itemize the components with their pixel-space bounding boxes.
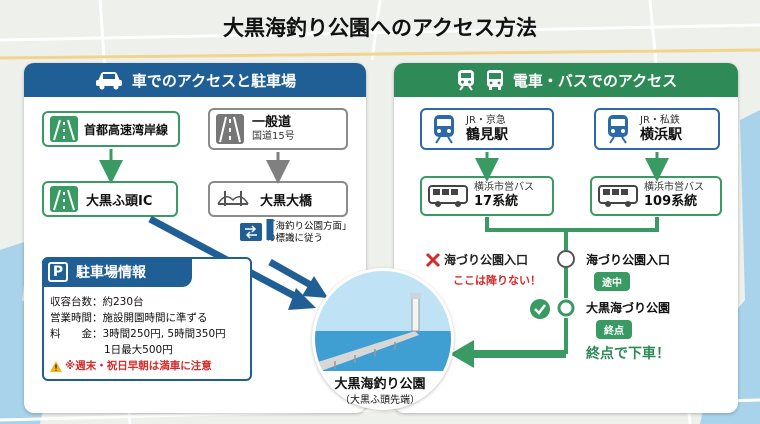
bus-route-17: 横浜市営バス 17系統	[420, 176, 554, 216]
parking-icon: P	[48, 262, 68, 282]
parking-fee-1: 3時間250円, 5時間350円	[102, 328, 226, 340]
parking-capacity: 収容台数：約230台	[50, 296, 144, 308]
route2-sub: 国道15号	[252, 130, 295, 142]
final-stop-marker	[557, 299, 575, 317]
route1-label: 首都高速湾岸線	[84, 122, 169, 137]
station1-name: 鶴見駅	[466, 126, 508, 143]
destination-name: 大黒海釣り公園	[334, 377, 426, 392]
parking-info-header: P 駐車場情報	[42, 257, 192, 287]
exit-daikoku-ic: 大黒ふ頭IC	[42, 181, 178, 217]
parking-warning: ※週末・祝日早朝は満車に注意	[65, 360, 212, 372]
destination-badge	[312, 268, 454, 410]
highway-icon	[50, 116, 78, 142]
parking-hours: 営業時間：施設開園時間に準ずる	[50, 312, 208, 324]
highway-icon	[50, 186, 78, 212]
route-ippan-do: 一般道 国道15号	[208, 108, 348, 150]
parking-details: 収容台数：約230台 営業時間：施設開園時間に準ずる 料 金：3時間250円, …	[50, 294, 226, 374]
bus1-name: 17系統	[474, 194, 519, 210]
train-icon	[457, 70, 474, 91]
wrong-stop-note: ここは降りない！	[453, 274, 541, 287]
bridge-label: 大黒大橋	[260, 193, 313, 209]
station2-name: 横浜駅	[640, 126, 682, 143]
road-sign-icon	[240, 223, 262, 241]
train-icon	[434, 115, 454, 144]
bus2-name: 109系統	[644, 194, 698, 210]
daikoku-bridge-box: 大黒大橋	[208, 181, 348, 217]
parking-title: 駐車場情報	[76, 265, 146, 281]
bus-icon	[486, 70, 503, 90]
wrong-stop-x-icon	[425, 252, 441, 268]
destination-sub: （大黒ふ頭先端）	[340, 395, 420, 406]
road-icon	[216, 114, 244, 144]
final-stop-note: 終点で下車！	[586, 346, 670, 362]
station-yokohama: JR・私鉄 横浜駅	[594, 108, 720, 150]
car-panel-header: 車でのアクセスと駐車場	[24, 63, 366, 97]
station2-line: JR・私鉄	[640, 114, 680, 126]
parking-fee-2: 1日最大500円	[104, 344, 173, 356]
bus2-line: 横浜市営バス	[644, 182, 704, 194]
station1-line: JR・京急	[466, 114, 506, 126]
bus-route-109: 横浜市営バス 109系統	[590, 176, 722, 216]
bridge-icon	[217, 191, 249, 206]
route2-label: 一般道	[252, 114, 292, 130]
final-stop-badge: 終点	[596, 320, 632, 339]
mid-stop-label: 海づり公園入口	[586, 253, 671, 267]
parking-fee-label: 料 金：	[50, 328, 103, 340]
train-panel-header: 電車・バスでのアクセス	[394, 63, 738, 97]
car-panel-title: 車でのアクセスと駐車場	[131, 71, 297, 90]
train-icon	[608, 115, 628, 144]
page-title: 大黒海釣り公園へのアクセス方法	[223, 16, 537, 40]
mid-stop-badge: 途中	[594, 272, 630, 291]
wrong-stop-label: 海づり公園入口	[444, 253, 529, 267]
check-icon	[530, 299, 550, 319]
final-stop-label: 大黒海づり公園	[586, 301, 671, 315]
sign-note: 「海釣り公園方面」 の標識に従う	[266, 221, 352, 244]
route-shuto-wangan: 首都高速湾岸線	[42, 111, 180, 147]
car-icon	[95, 72, 122, 90]
bus1-line: 横浜市営バス	[474, 182, 534, 194]
train-panel-title: 電車・バスでのアクセス	[512, 71, 678, 90]
station-tsurumi: JR・京急 鶴見駅	[420, 108, 554, 150]
route1-exit-label: 大黒ふ頭IC	[86, 193, 153, 209]
warning-icon	[50, 360, 62, 372]
bus-icon	[598, 185, 638, 207]
bus-icon	[428, 185, 468, 207]
